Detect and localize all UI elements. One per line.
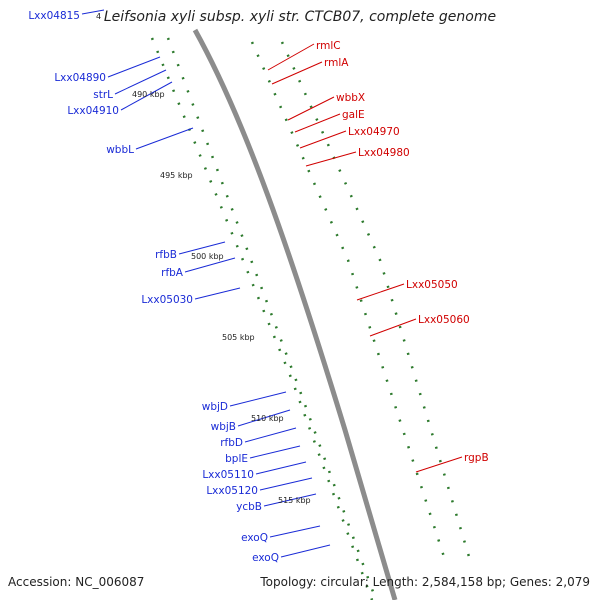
leader-lxx05120-13	[259, 477, 313, 491]
label-rmla[interactable]: rmlA	[324, 57, 349, 69]
label-lxx05050[interactable]: Lxx05050	[406, 279, 458, 291]
label-wbbx[interactable]: wbbX	[336, 92, 365, 104]
label-lxx04980[interactable]: Lxx04980	[358, 147, 410, 159]
scale-label-4: 505 kbp	[222, 333, 255, 342]
leader-exoq-15	[269, 525, 321, 538]
label-lxx05110-12[interactable]: Lxx05110	[202, 469, 254, 481]
label-lxx04970[interactable]: Lxx04970	[348, 126, 400, 138]
leader-exoq-16	[280, 544, 331, 558]
leader-gale	[294, 113, 341, 133]
leader-lxx04815-0	[81, 9, 105, 15]
label-lxx04890-1[interactable]: Lxx04890	[54, 72, 106, 84]
label-lxx04910-3[interactable]: Lxx04910	[67, 105, 119, 117]
label-strl-2[interactable]: strL	[93, 89, 113, 101]
leader-wbjd-8	[229, 391, 287, 407]
leader-rmlc	[267, 43, 315, 71]
label-lxx05030-7[interactable]: Lxx05030	[141, 294, 193, 306]
label-rgpb[interactable]: rgpB	[464, 452, 489, 464]
leader-rfbd-10	[244, 427, 297, 443]
leader-lxx04910-3	[120, 81, 173, 111]
dot-track-2	[166, 37, 378, 600]
label-gale[interactable]: galE	[342, 109, 365, 121]
label-leader-lines	[81, 9, 463, 558]
scale-label-3: 500 kbp	[191, 252, 224, 261]
leader-wbbl-4	[135, 127, 194, 150]
scale-label-6: 515 kbp	[278, 496, 311, 505]
leader-lxx05060	[369, 318, 417, 337]
leader-rfba-6	[184, 257, 236, 273]
label-exoq-15[interactable]: exoQ	[241, 532, 268, 544]
dot-track-1	[150, 37, 374, 600]
leader-lxx04970	[299, 130, 347, 149]
label-exoq-16[interactable]: exoQ	[252, 552, 279, 564]
label-wbjb-9[interactable]: wbjB	[211, 421, 236, 433]
map-title: Leifsonia xyli subsp. xyli str. CTCB07, …	[103, 9, 497, 25]
label-lxx05060[interactable]: Lxx05060	[418, 314, 470, 326]
label-rfba-6[interactable]: rfbA	[161, 267, 184, 279]
leader-lxx04980	[305, 151, 357, 167]
leader-lxx05110-12	[255, 461, 307, 475]
leader-lxx05030-7	[194, 287, 241, 300]
leader-rmla	[271, 61, 323, 85]
leader-bple-11	[249, 445, 301, 459]
scale-label-2: 495 kbp	[160, 171, 193, 180]
label-lxx04815-0[interactable]: Lxx04815	[28, 10, 80, 22]
scale-labels: 490 kbp 495 kbp 500 kbp 505 kbp 510 kbp 515 k…	[96, 12, 311, 505]
label-lxx05120-13[interactable]: Lxx05120	[206, 485, 258, 497]
label-wbbl-4[interactable]: wbbL	[106, 144, 134, 156]
genome-summary-text: Topology: circular; Length: 2,584,158 bp…	[260, 575, 590, 589]
leader-lxx05050	[356, 283, 405, 301]
leader-ycbb-14	[263, 493, 317, 507]
leader-lxx04890-1	[107, 56, 161, 78]
scale-label-partial: 4	[96, 12, 101, 21]
label-wbjd-8[interactable]: wbjD	[202, 401, 228, 413]
dot-track-3	[250, 41, 447, 561]
leader-wbjb-9	[237, 409, 291, 427]
label-bple-11[interactable]: bplE	[225, 453, 248, 465]
scale-label-1: 490 kbp	[132, 90, 165, 99]
label-rfbb-5[interactable]: rfbB	[155, 249, 177, 261]
leader-rfbb-5	[178, 241, 226, 255]
scale-label-5: 510 kbp	[251, 414, 284, 423]
accession-text: Accession: NC_006087	[8, 575, 145, 589]
genome-backbone	[192, 28, 398, 600]
label-rfbd-10[interactable]: rfbD	[220, 437, 243, 449]
leader-rgpb	[415, 456, 463, 473]
dotted-guide-tracks	[150, 37, 472, 600]
label-ycbb-14[interactable]: ycbB	[236, 501, 262, 513]
dot-track-4	[280, 41, 472, 561]
label-rmlc[interactable]: rmlC	[316, 40, 341, 52]
leader-wbbx	[287, 96, 335, 121]
leader-strl-2	[114, 69, 167, 95]
